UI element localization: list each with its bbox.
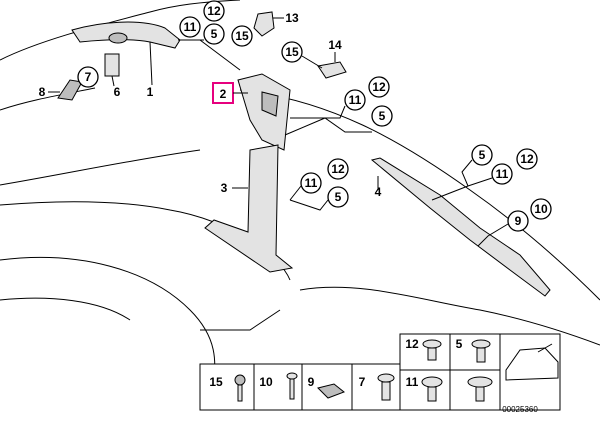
svg-text:5: 5 xyxy=(379,109,386,123)
callout-14: 14 xyxy=(328,38,342,52)
pillar-trim-part-2 xyxy=(237,73,291,151)
callout-group-mid: 12 11 5 xyxy=(284,76,393,136)
svg-text:4: 4 xyxy=(375,185,382,199)
clip-legend: 12 5 11 xyxy=(399,333,561,411)
callout-8: 8 xyxy=(39,85,46,99)
legend-5: 5 xyxy=(456,337,463,351)
callout-11: 11 xyxy=(184,20,197,34)
svg-text:5: 5 xyxy=(479,148,486,162)
clip-part-13 xyxy=(253,11,284,37)
trim-part-1 xyxy=(71,21,181,86)
diagram-number: 00025360 xyxy=(502,405,538,414)
callout-13: 13 xyxy=(285,11,299,25)
car-body-outline xyxy=(0,0,600,401)
legend-11: 11 xyxy=(406,375,419,389)
legend-12: 12 xyxy=(405,337,419,351)
svg-text:5: 5 xyxy=(335,190,342,204)
svg-text:7: 7 xyxy=(85,70,92,84)
svg-text:15: 15 xyxy=(285,45,299,59)
callout-3: 3 xyxy=(221,181,228,195)
legend-7: 7 xyxy=(359,375,366,389)
svg-text:13: 13 xyxy=(285,11,299,25)
svg-text:11: 11 xyxy=(349,93,362,107)
svg-text:3: 3 xyxy=(221,181,228,195)
callout-15b: 15 xyxy=(281,41,323,69)
svg-text:11: 11 xyxy=(496,167,509,181)
svg-text:14: 14 xyxy=(328,38,342,52)
legend-10: 10 xyxy=(259,375,273,389)
rail-part-4 xyxy=(370,157,551,297)
svg-text:8: 8 xyxy=(39,85,46,99)
svg-text:12: 12 xyxy=(520,152,534,166)
fastener-legend: 15 10 9 7 xyxy=(199,363,401,411)
trim-part-8 xyxy=(48,79,83,101)
callout-2-highlighted: 2 xyxy=(212,82,248,104)
svg-text:12: 12 xyxy=(372,80,386,94)
legend-9: 9 xyxy=(308,375,315,389)
svg-text:10: 10 xyxy=(534,202,548,216)
callout-group-9-10: 9 10 xyxy=(477,198,552,247)
callout-5: 5 xyxy=(211,27,218,41)
legend-15: 15 xyxy=(209,375,223,389)
svg-text:11: 11 xyxy=(305,176,318,190)
callout-7: 7 xyxy=(77,66,99,88)
callout-1: 1 xyxy=(147,85,154,99)
callout-12: 12 xyxy=(207,4,221,18)
clip-part-14 xyxy=(317,52,347,79)
svg-text:12: 12 xyxy=(331,162,345,176)
pillar-trim-part-3 xyxy=(204,144,294,273)
callout-group-lower: 12 11 5 xyxy=(289,158,349,211)
callout-15a: 15 xyxy=(231,25,253,47)
callout-group-top: 11 12 5 xyxy=(178,0,225,45)
svg-text:2: 2 xyxy=(220,87,227,101)
svg-text:1: 1 xyxy=(147,85,154,99)
svg-text:9: 9 xyxy=(515,214,522,228)
callout-6: 6 xyxy=(111,75,121,99)
svg-text:6: 6 xyxy=(114,85,121,99)
callout-group-right: 5 12 11 xyxy=(431,144,538,201)
svg-text:15: 15 xyxy=(235,29,249,43)
callout-4: 4 xyxy=(375,185,382,199)
